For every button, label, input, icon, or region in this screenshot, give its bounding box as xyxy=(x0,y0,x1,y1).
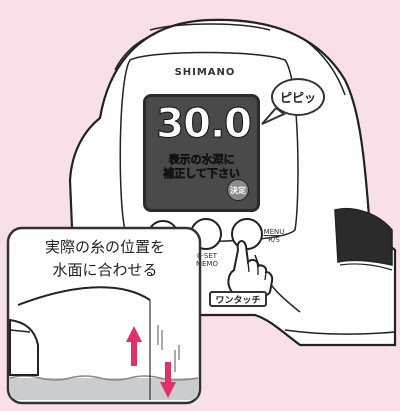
enter-button[interactable]: 決定 xyxy=(227,179,249,201)
brand-logo: SHIMANO xyxy=(174,67,236,78)
inset-caption: 実際の糸の位置を 水面に合わせる xyxy=(12,236,198,282)
boat xyxy=(9,318,39,376)
arrow-down-icon xyxy=(160,362,176,398)
display-message: 表示の水深に 補正して下さい xyxy=(152,153,251,181)
depth-value: 30.0 xyxy=(156,101,253,148)
caption-line2: 水面に合わせる xyxy=(52,261,158,279)
beep-speech-bubble: ピピッ xyxy=(271,78,325,116)
lcd-display: 30.0 表示の水深に 補正して下さい 決定 xyxy=(143,94,260,212)
arrow-up-icon xyxy=(126,326,142,366)
menu-label: MENU R/S xyxy=(262,228,286,244)
zero-set-label-line1: 0-SET xyxy=(196,252,218,260)
display-message-line1: 表示の水深に xyxy=(168,153,235,167)
zero-set-label: 0-SET MEMO xyxy=(192,252,222,268)
caption-line1: 実際の糸の位置を xyxy=(44,238,165,256)
menu-button xyxy=(231,218,263,250)
menu-label-line2: R/S xyxy=(268,236,280,244)
zero-set-label-line2: MEMO xyxy=(195,260,218,268)
water xyxy=(10,378,198,400)
display-message-line2: 補正して下さい xyxy=(163,167,240,181)
fishing-rod xyxy=(17,286,151,306)
menu-label-line1: MENU xyxy=(263,228,285,236)
inset-frame xyxy=(6,226,202,405)
one-touch-tag: ワンタッチ xyxy=(209,291,267,307)
